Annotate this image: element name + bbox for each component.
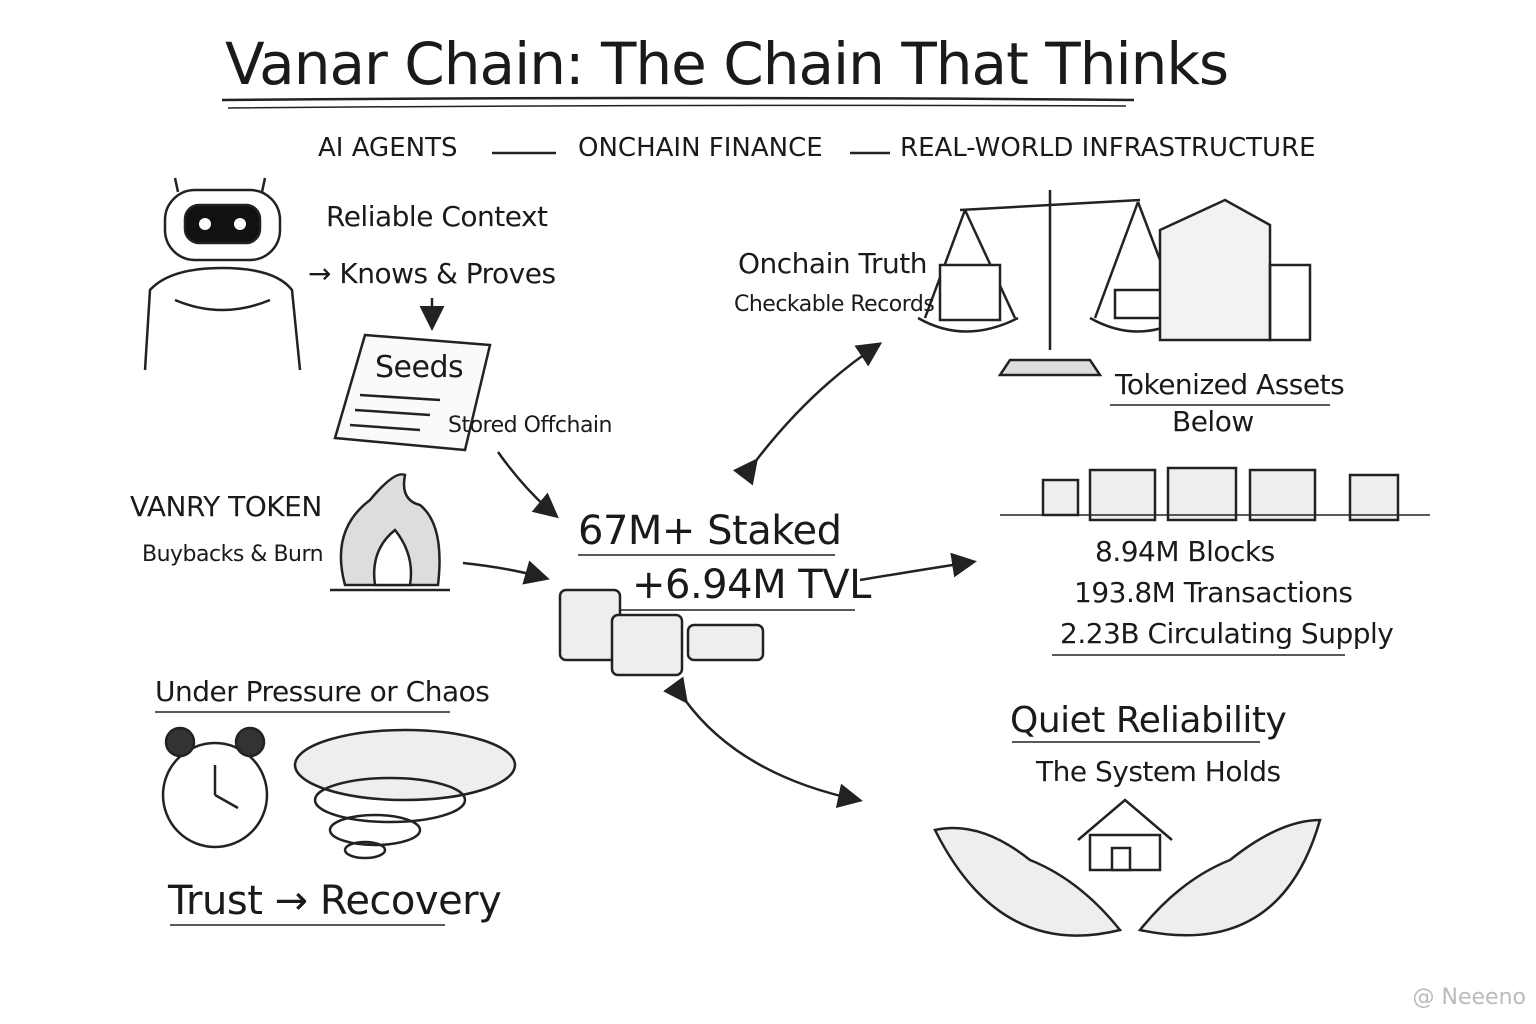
hands-house-icon [933,798,1322,937]
stored-offchain-label: Stored Offchain [448,413,613,438]
alarm-clock-icon [161,726,269,849]
arrow-center-truth [732,342,883,486]
pillar-ai-agents: AI AGENTS [318,133,458,163]
pillar-real-world-infrastructure: REAL-WORLD INFRASTRUCTURE [900,133,1316,163]
seeds-document-icon [333,298,492,452]
circulating-supply-stat: 2.23B Circulating Supply [1060,617,1394,650]
robot-icon [143,177,302,371]
trust-recovery-label: Trust → Recovery [168,878,502,924]
pillar-onchain-finance: ONCHAIN FINANCE [578,133,823,163]
title-underline [221,96,1135,102]
building-icon [1158,198,1312,342]
checkable-records-label: Checkable Records [734,292,935,317]
system-holds-label: The System Holds [1036,755,1281,788]
coins-icon [558,588,765,677]
buybacks-burn-label: Buybacks & Burn [142,542,324,567]
tokenized-assets-below-label: Below [1172,405,1254,438]
onchain-truth-label: Onchain Truth [738,247,927,280]
fire-icon [330,473,450,592]
vanry-token-label: VANRY TOKEN [130,490,322,523]
blocks-stat: 8.94M Blocks [1095,535,1275,568]
arrow-seeds-to-center [496,451,559,519]
tokenized-assets-label: Tokenized Assets [1115,368,1345,401]
quiet-reliability-label: Quiet Reliability [1010,700,1287,741]
watermark: @ Neeeno [1412,985,1526,1010]
under-pressure-label: Under Pressure or Chaos [155,675,490,708]
scales-icon [917,190,1186,377]
knows-proves-label: → Knows & Proves [308,257,556,290]
transactions-stat: 193.8M Transactions [1074,576,1353,609]
seeds-label: Seeds [375,350,464,385]
page-title: Vanar Chain: The Chain That Thinks [225,30,1229,98]
arrow-center-to-stats [859,552,977,582]
reliable-context-label: Reliable Context [326,200,548,233]
arrow-center-reliability [663,676,863,809]
tornado-icon [293,728,517,860]
blockchain-icon [1000,466,1430,522]
arrow-token-to-center [462,560,550,585]
staked-stat: 67M+ Staked [578,508,842,554]
tvl-stat: +6.94M TVL [632,562,871,608]
